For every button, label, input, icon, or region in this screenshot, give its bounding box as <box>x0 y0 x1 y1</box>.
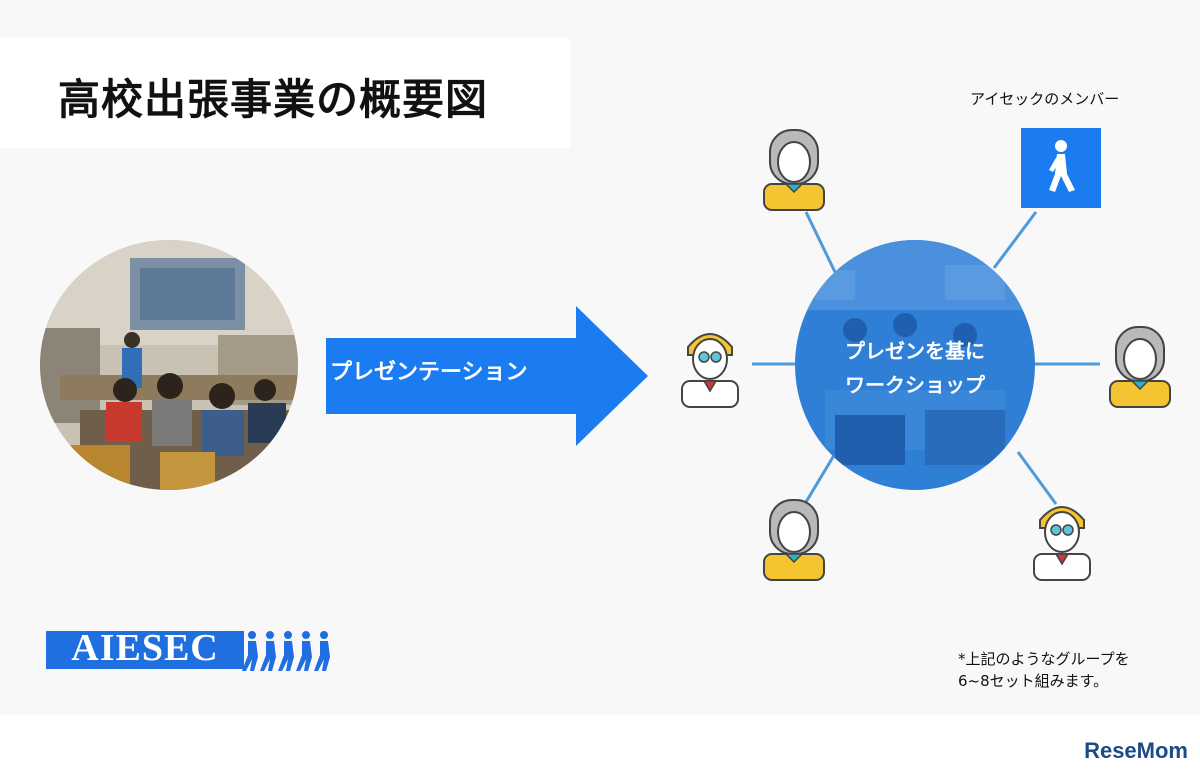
member-label: アイセックのメンバー <box>970 90 1120 108</box>
male-student-glasses-icon <box>681 333 739 408</box>
workshop-hub-circle <box>795 240 1035 490</box>
classroom-photo <box>40 240 298 490</box>
page-title: 高校出張事業の概要図 <box>58 75 489 124</box>
title-panel <box>0 38 570 148</box>
hub-label-line-1: プレゼンを基に <box>845 339 985 363</box>
flow-arrow <box>326 306 648 446</box>
male-student-glasses-icon <box>1033 506 1091 581</box>
aiesec-logo-text: AIESEC <box>71 627 219 669</box>
aiesec-logo <box>46 631 330 671</box>
group-network <box>681 128 1171 581</box>
footnote-line-2: 6~8セット組みます。 <box>958 672 1109 690</box>
walking-person-icon <box>1021 128 1101 208</box>
female-student-icon <box>763 499 825 581</box>
footnote: *上記のようなグループを 6~8セット組みます。 <box>958 648 1130 692</box>
footnote-line-1: *上記のようなグループを <box>958 650 1130 668</box>
hub-label: プレゼンを基に ワークショップ <box>795 334 1035 402</box>
hub-label-line-2: ワークショップ <box>845 373 985 397</box>
female-student-icon <box>763 129 825 211</box>
resemom-watermark: ReseMom <box>1084 738 1188 763</box>
female-student-icon <box>1109 326 1171 408</box>
arrow-label: プレゼンテーション <box>330 360 528 385</box>
